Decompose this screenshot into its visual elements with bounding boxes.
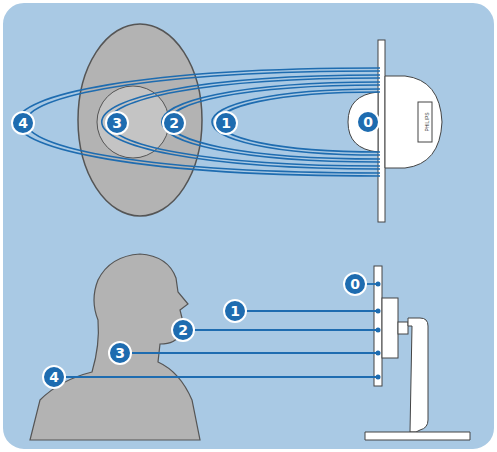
monitor-back — [382, 298, 398, 358]
callout-number: 3 — [105, 111, 129, 135]
monitor-stand — [408, 318, 428, 432]
webcam-housing — [385, 76, 442, 168]
callout-number: 2 — [171, 318, 195, 342]
callout-number: 4 — [11, 111, 35, 135]
callout-number: 1 — [214, 111, 238, 135]
position-lines — [66, 284, 378, 377]
position-dots — [376, 282, 381, 380]
person-side-view — [30, 254, 200, 440]
callout-number: 0 — [343, 272, 367, 296]
callout-number: 2 — [162, 111, 186, 135]
webcam-clip — [418, 102, 432, 142]
monitor-hinge — [398, 322, 408, 334]
view-range-loops — [17, 68, 380, 176]
callout-number: 1 — [223, 299, 247, 323]
face-area — [97, 86, 169, 158]
brand-logo: PHILIPS — [423, 112, 429, 131]
monitor-base — [365, 432, 470, 440]
callout-number: 4 — [42, 365, 66, 389]
head-top-view — [78, 24, 202, 216]
callout-number: 0 — [356, 110, 380, 134]
callout-number: 3 — [108, 341, 132, 365]
